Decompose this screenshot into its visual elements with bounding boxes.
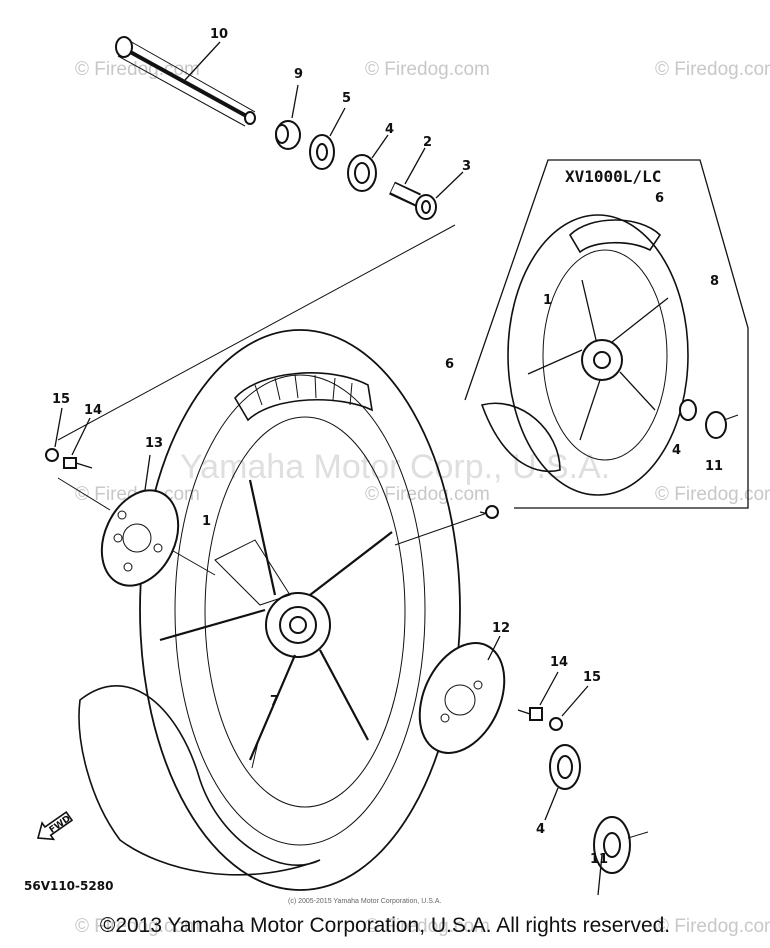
bearing-lower (544, 744, 581, 821)
fine-print: (c) 2005-2015 Yamaha Motor Corporation, … (288, 898, 441, 905)
front-wheel-assembly (78, 329, 461, 891)
callout-number: 8 (710, 274, 719, 289)
watermark-firedog: © Firedog.com (655, 916, 770, 937)
watermark-yamaha: Yamaha Motor Corp., U.S.A. (180, 448, 610, 486)
valve-stem (479, 505, 499, 519)
watermark-firedog: © Firedog.com (365, 484, 490, 505)
callout-number: 4 (536, 822, 545, 837)
bolt-left (45, 407, 151, 491)
callout-number: 11 (590, 852, 608, 867)
callout-number: 13 (145, 436, 163, 451)
watermark-firedog: © Firedog.com (655, 484, 770, 505)
callout-number: 15 (52, 392, 70, 407)
callout-number: 7 (270, 694, 279, 709)
callout-number: 11 (705, 459, 723, 474)
callout-number: 15 (583, 670, 601, 685)
meter-gear-lower (593, 816, 649, 896)
callout-number: 9 (294, 67, 303, 82)
assembly-guide-line (394, 511, 491, 546)
callout-number: 1 (543, 293, 552, 308)
watermark-firedog: © Firedog.com (655, 59, 770, 80)
callout-number: 10 (210, 27, 228, 42)
spacer-part (389, 147, 426, 207)
watermark-layer: © Firedog.com © Firedog.com © Firedog.co… (75, 59, 770, 937)
model-inset: XV1000L/LC (464, 159, 749, 509)
collar-part (275, 84, 301, 150)
bearing-part (347, 134, 389, 192)
callout-number: 14 (550, 655, 568, 670)
assembly-guide-line (57, 224, 456, 441)
callout-number: 1 (202, 514, 211, 529)
watermark-firedog: © Firedog.com (365, 916, 490, 937)
diagram-code: 56V110-5280 (24, 879, 113, 893)
callout-number: 2 (423, 135, 432, 150)
callout-number: 4 (672, 443, 681, 458)
assembly-guide-line (57, 477, 111, 511)
copyright-notice: ©2013 Yamaha Motor Corporation, U.S.A. A… (99, 914, 671, 937)
callout-labels: 10 9 5 4 2 3 6 6 8 1 4 11 15 14 13 1 7 1… (52, 27, 723, 867)
brake-disc-right (418, 635, 506, 754)
forward-arrow-icon: FWD (36, 810, 74, 841)
brake-disc-left (100, 489, 180, 587)
collar-part (415, 171, 464, 220)
watermark-firedog: © Firedog.com (365, 59, 490, 80)
callout-number: 3 (462, 159, 471, 174)
callout-number: 4 (385, 122, 394, 137)
watermark-firedog: © Firedog.com (75, 916, 200, 937)
callout-number: 14 (84, 403, 102, 418)
axle-part (115, 36, 256, 127)
callout-number: 6 (445, 357, 454, 372)
oil-seal-part (309, 107, 346, 170)
callout-number: 6 (655, 191, 664, 206)
callout-number: 12 (492, 621, 510, 636)
callout-number: 5 (342, 91, 351, 106)
inset-model-label: XV1000L/LC (565, 167, 661, 186)
bolt-right (517, 671, 589, 731)
watermark-firedog: © Firedog.com (75, 59, 200, 80)
